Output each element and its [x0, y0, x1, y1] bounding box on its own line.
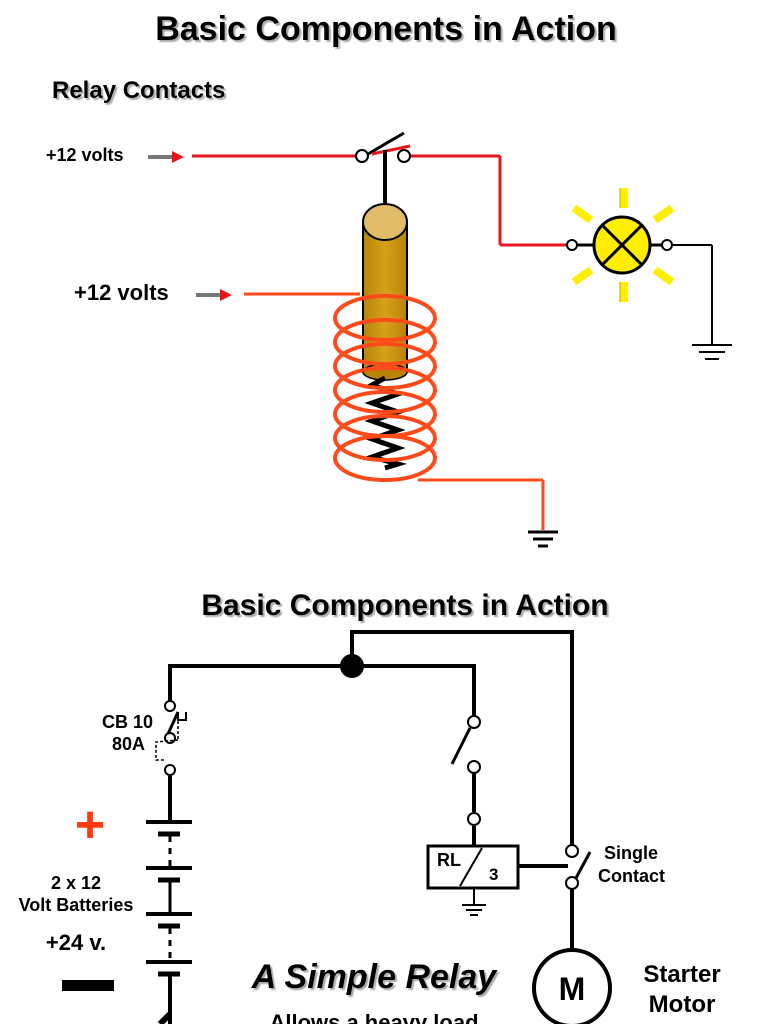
- positive-sign: +: [75, 796, 105, 854]
- battery-icon: [146, 820, 192, 1024]
- ground-icon: [462, 904, 486, 916]
- relay-plunger: [362, 203, 408, 381]
- bottom-title: Basic Components in Action: [201, 589, 608, 622]
- single-contact-icon: [565, 844, 592, 890]
- relay-coil: [333, 294, 437, 482]
- relay-label: RL: [437, 850, 461, 870]
- arrow-right-icon: [148, 151, 184, 163]
- motor-label-line2: Motor: [649, 991, 716, 1018]
- arrow-right-icon: [196, 289, 232, 301]
- relay-number: 3: [489, 865, 498, 884]
- ground-icon: [692, 344, 732, 360]
- caption-title: A Simple Relay: [251, 958, 498, 996]
- breaker-label-line2: 80A: [112, 734, 145, 754]
- coil-voltage-label: +12 volts: [74, 280, 169, 305]
- negative-sign: [62, 980, 114, 991]
- top-title: Basic Components in Action: [155, 10, 617, 48]
- contact-circuit-wire: [192, 154, 570, 247]
- caption-subtext: Allows a heavy load: [269, 1010, 478, 1024]
- breaker-label-line1: CB 10: [102, 712, 153, 732]
- ground-icon: [528, 530, 558, 548]
- relay-coil-box: [426, 844, 520, 904]
- relay-contacts-heading: Relay Contacts: [52, 77, 225, 104]
- battery-label-line1: 2 x 12: [51, 873, 101, 893]
- coil-return-wire: [418, 478, 545, 530]
- junction-node: [340, 654, 364, 678]
- battery-label-line2: Volt Batteries: [19, 895, 134, 915]
- relay-switch-contact: [355, 131, 411, 212]
- contact-label-line1: Single: [604, 843, 658, 863]
- circuit-breaker-icon: [155, 700, 187, 776]
- motor-label-line1: Starter: [643, 961, 720, 988]
- circuit-wiring: [168, 630, 574, 950]
- motor-icon: [532, 948, 612, 1024]
- battery-voltage-label: +24 v.: [46, 930, 106, 955]
- control-switch-icon: [450, 715, 481, 826]
- lamp-icon: [566, 188, 675, 302]
- contact-voltage-label: +12 volts: [46, 145, 124, 165]
- contact-label-line2: Contact: [598, 866, 665, 886]
- motor-symbol: M: [559, 971, 586, 1007]
